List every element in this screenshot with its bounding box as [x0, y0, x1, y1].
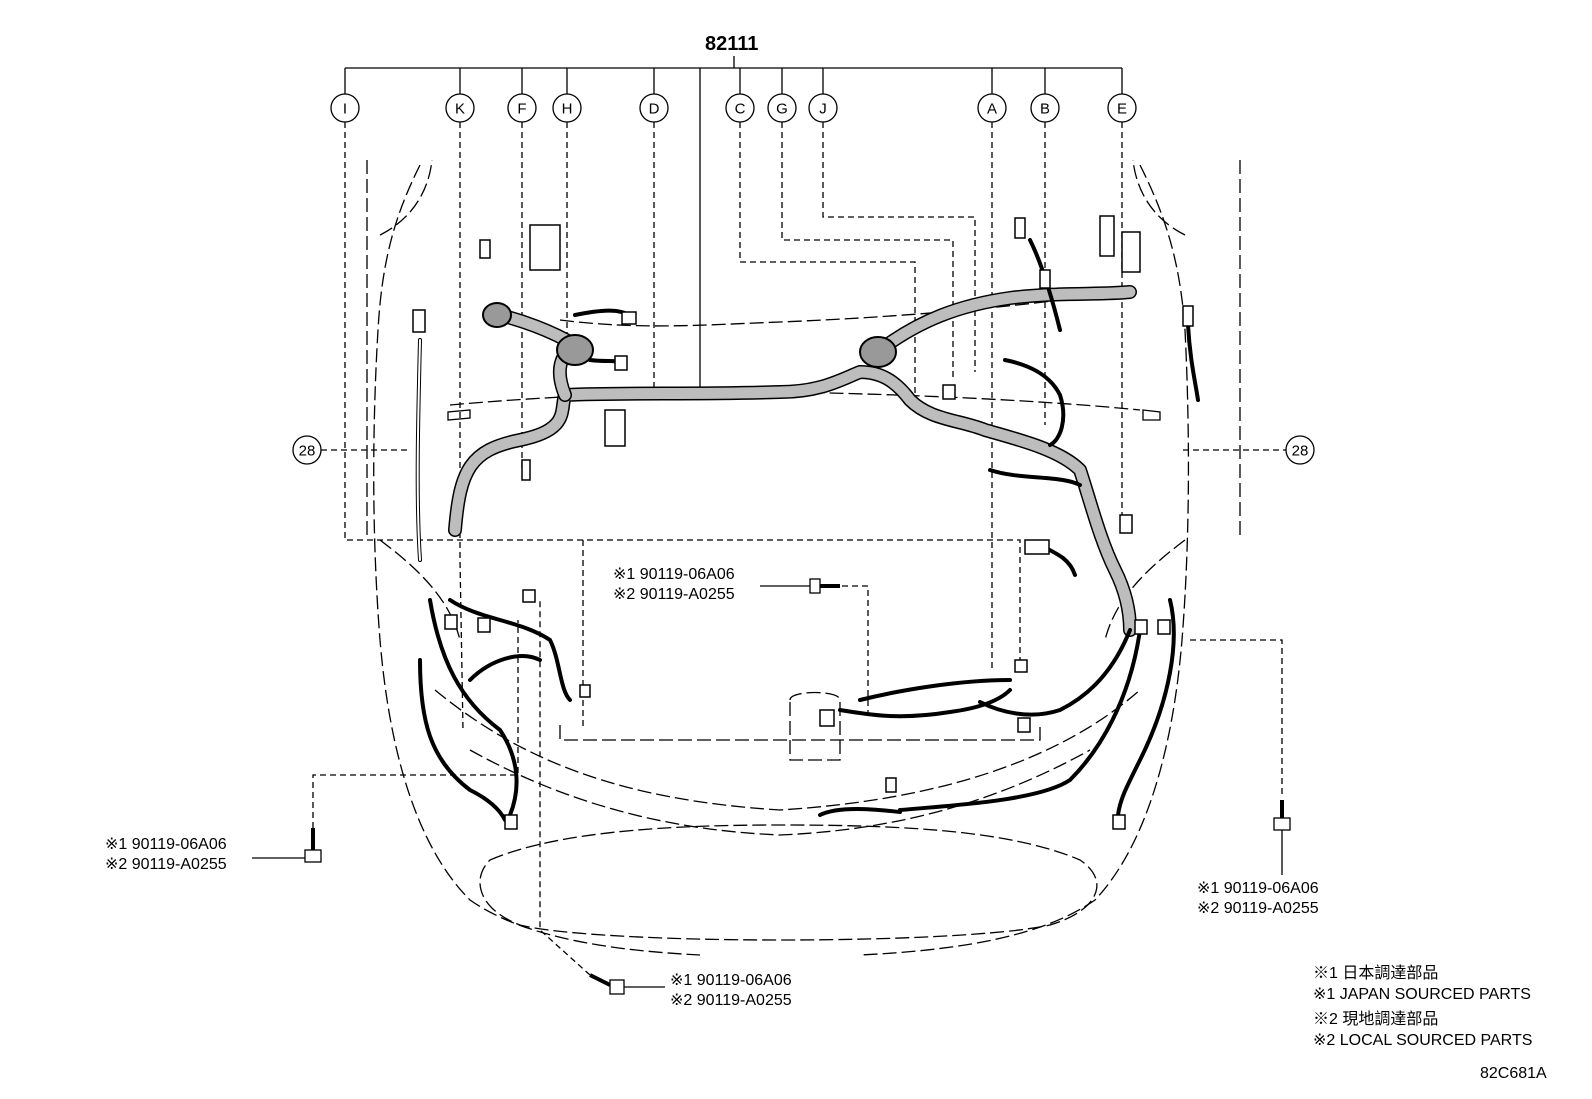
- callout-F: F: [507, 93, 537, 123]
- main-part-number: 82111: [705, 33, 758, 55]
- callout-I: I: [330, 93, 360, 123]
- callout-C: C: [725, 93, 755, 123]
- callout-label: E: [1117, 101, 1127, 118]
- bolt-right: ※1 90119-06A06 ※2 90119-A0255: [1190, 639, 1319, 917]
- callout-label: D: [649, 101, 660, 118]
- callout-B: B: [1030, 93, 1060, 123]
- legend-line-3: ※2 現地調達部品: [1313, 1010, 1438, 1028]
- bolt-left: ※1 90119-06A06 ※2 90119-A0255: [105, 620, 519, 873]
- ref-28-label: 28: [299, 443, 316, 460]
- bolt-partno-1: ※1 90119-06A06: [1197, 880, 1319, 897]
- callout-label: H: [562, 101, 573, 118]
- callout-label: I: [343, 101, 347, 118]
- ref-28-right: 28: [1183, 435, 1315, 465]
- bolt-icon: [589, 973, 625, 995]
- callout-label: G: [776, 101, 788, 118]
- bolt-partno-1: ※1 90119-06A06: [613, 566, 735, 583]
- legend-line-4: ※2 LOCAL SOURCED PARTS: [1313, 1032, 1532, 1049]
- main-part-bracket: 82111: [344, 33, 1123, 392]
- callout-label: C: [735, 101, 746, 118]
- callout-label: K: [455, 101, 465, 118]
- bolt-partno-1: ※1 90119-06A06: [105, 836, 227, 853]
- connectors: [412, 215, 1194, 830]
- callout-E: E: [1107, 93, 1137, 123]
- sourcing-legend: ※1 日本調達部品 ※1 JAPAN SOURCED PARTS ※2 現地調達…: [1313, 964, 1532, 1049]
- bolt-bottom: ※1 90119-06A06 ※2 90119-A0255: [539, 600, 792, 1009]
- callout-D: D: [639, 93, 669, 123]
- main-harness: [448, 285, 1137, 637]
- callout-label: B: [1040, 101, 1050, 118]
- callout-leaders: [344, 122, 1123, 731]
- figure-code: 82C681A: [1480, 1065, 1547, 1082]
- legend-line-2: ※1 JAPAN SOURCED PARTS: [1313, 986, 1531, 1003]
- bolt-icon: [1273, 800, 1291, 831]
- legend-line-1: ※1 日本調達部品: [1313, 964, 1438, 982]
- bolt-icon: [304, 828, 322, 863]
- callout-J: J: [808, 93, 838, 123]
- callout-G: G: [767, 93, 797, 123]
- bolt-partno-2: ※2 90119-A0255: [613, 586, 735, 603]
- ref-28-left: 28: [292, 435, 410, 465]
- bolt-center: ※1 90119-06A06 ※2 90119-A0255: [613, 566, 869, 720]
- ref-28-label: 28: [1292, 443, 1309, 460]
- bolt-partno-1: ※1 90119-06A06: [670, 972, 792, 989]
- branch-wires: [415, 238, 1200, 822]
- bolt-partno-2: ※2 90119-A0255: [670, 992, 792, 1009]
- callout-label: A: [987, 101, 997, 118]
- callout-A: A: [977, 93, 1007, 123]
- callout-K: K: [445, 93, 475, 123]
- bolt-partno-2: ※2 90119-A0255: [1197, 900, 1319, 917]
- callout-H: H: [552, 93, 582, 123]
- bolt-icon: [809, 578, 840, 594]
- bolt-partno-2: ※2 90119-A0255: [105, 856, 227, 873]
- callout-label: F: [517, 101, 526, 118]
- callout-label: J: [819, 101, 827, 118]
